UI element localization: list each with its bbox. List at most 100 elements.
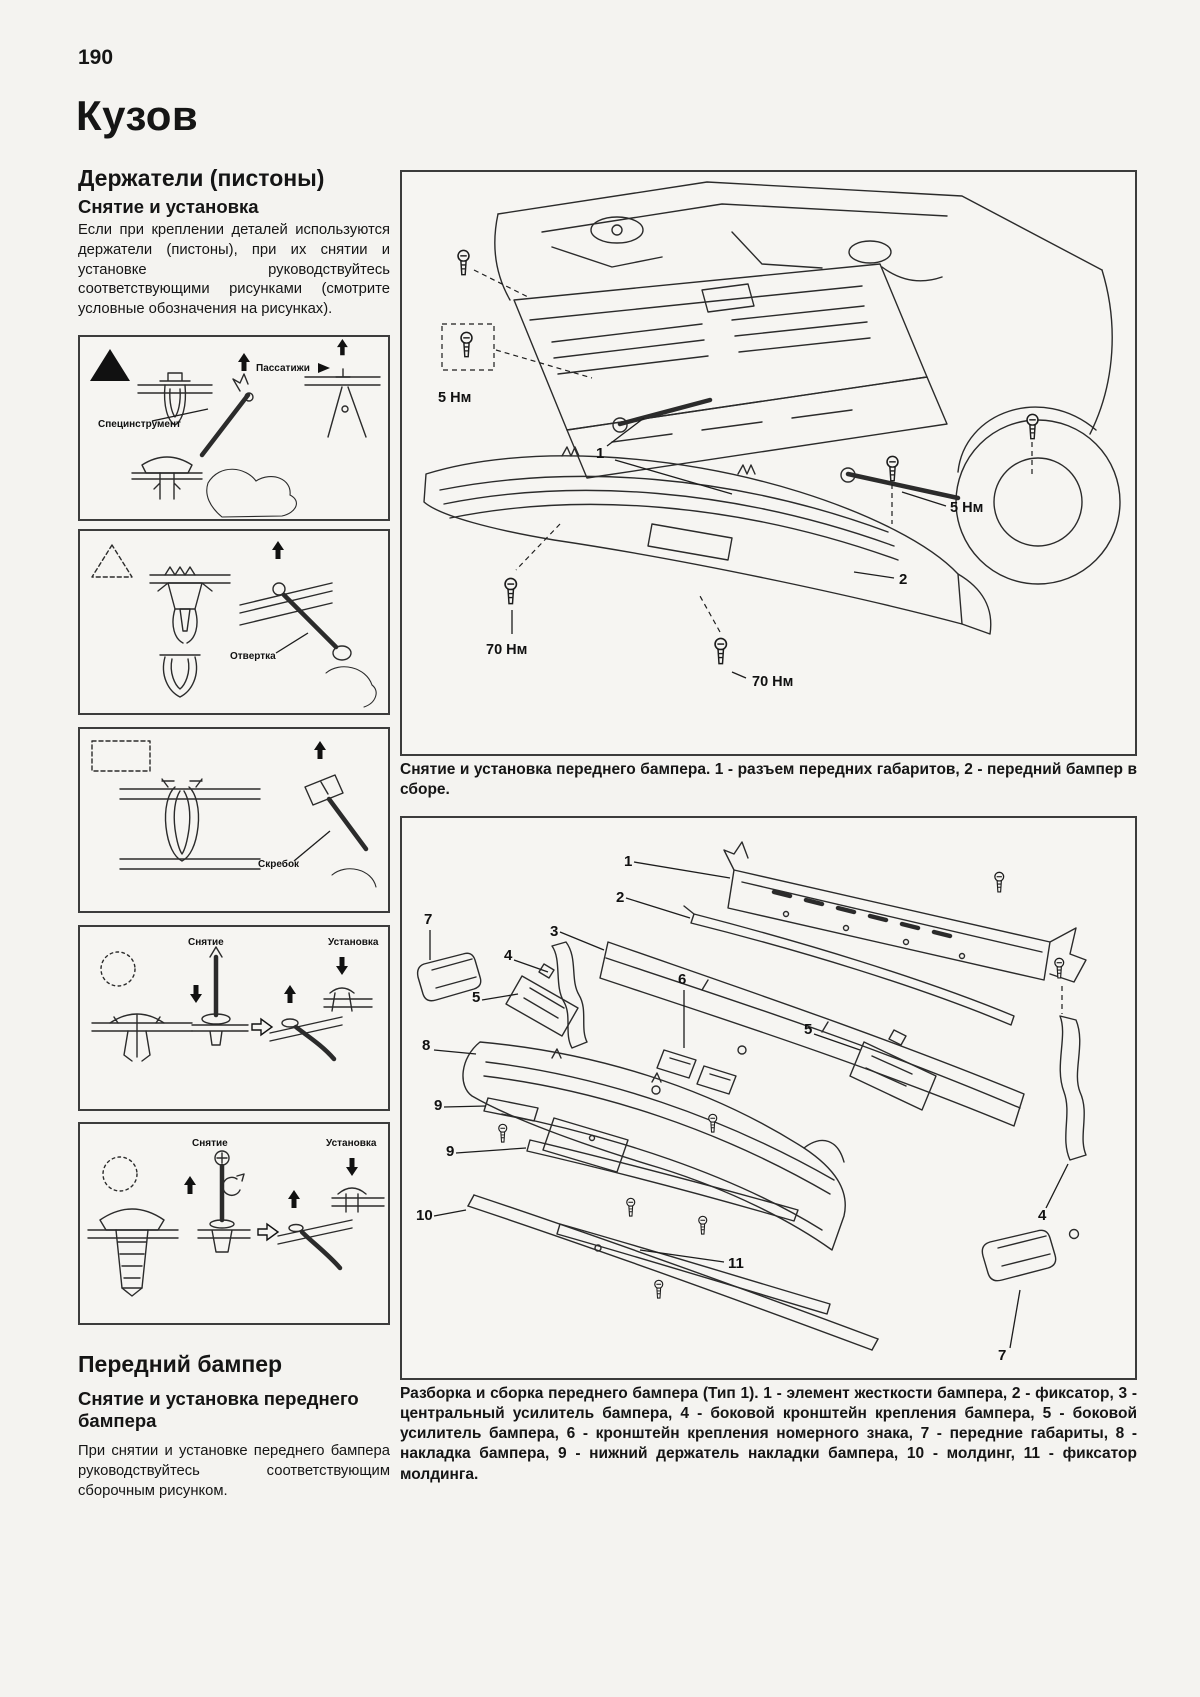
leader-4-left <box>513 959 549 973</box>
clip-figure-2: Отвертка <box>78 529 390 715</box>
holder-part9-short <box>483 1097 539 1122</box>
warning-triangle-icon <box>90 349 130 381</box>
side-reinforcement-part5-left <box>505 963 579 1037</box>
clip-figure-5: Снятие Установка <box>78 1122 390 1325</box>
callout-8: 8 <box>422 1037 430 1054</box>
screw-grommet-drawing <box>87 1208 179 1297</box>
up-arrow-icon <box>337 339 348 356</box>
molding-fixer-part11 <box>556 1223 831 1315</box>
removal-label: Снятие <box>192 1138 228 1149</box>
leader-1 <box>633 861 731 879</box>
section-bumper-body: При снятии и установке переднего бампера… <box>78 1443 390 1499</box>
screwdriver-label: Отвертка <box>230 651 276 662</box>
up-arrow-icon <box>284 985 296 1003</box>
callout-5: 5 <box>804 1021 812 1038</box>
callout-11: 11 <box>728 1255 744 1272</box>
open-right-arrow-icon <box>257 1223 279 1241</box>
up-arrow-icon <box>272 541 284 559</box>
screwdriver-leader <box>275 632 309 654</box>
down-arrow-icon <box>336 957 348 975</box>
bolt-icon <box>654 1279 664 1299</box>
up-arrow-icon <box>288 1190 300 1208</box>
pin-pusher-tool <box>191 946 249 1046</box>
pliers-drawing <box>304 368 381 438</box>
dashed-rectangle-icon <box>91 740 151 772</box>
bolt-icon <box>498 1123 508 1143</box>
bolt-zone <box>441 323 495 371</box>
clip-figure-1-drawing: Специнструмент Пассатижи <box>90 339 381 518</box>
holder-part9-long <box>526 1139 799 1222</box>
install-label: Установка <box>326 1138 377 1149</box>
u-clip-drawing <box>161 778 203 862</box>
hand-sketch <box>331 868 377 888</box>
torque-label-70nm: 70 Нм <box>752 674 793 690</box>
section-holders-heading: Держатели (пистоны) <box>78 165 325 191</box>
bumper-exploded-drawing: 1 2 3 4 5 7 6 8 9 9 10 11 4 5 <box>416 841 1087 1364</box>
dashed-triangle-icon <box>91 544 133 578</box>
bolt-icon <box>708 1113 718 1133</box>
section-bumper-subheading: Снятие и установка переднего бампера <box>78 1388 359 1431</box>
leader-5-left <box>481 993 519 1001</box>
bolt-icon <box>626 1197 636 1217</box>
section-holders-subheading: Снятие и установка <box>78 196 259 217</box>
clip-figure-1: Специнструмент Пассатижи <box>78 335 390 521</box>
scraper-label: Скребок <box>258 858 300 870</box>
section-bumper-heading: Передний бампер <box>78 1351 283 1377</box>
callout-6: 6 <box>678 971 686 988</box>
torque-label-5nm: 5 Нм <box>950 500 983 516</box>
callout-10: 10 <box>416 1207 433 1224</box>
bumper-exploded-figure: 1 2 3 4 5 7 6 8 9 9 10 11 4 5 <box>400 816 1137 1380</box>
panel-lines <box>119 788 261 870</box>
mushroom-clip-drawing <box>131 456 203 500</box>
pliers-label: Пассатижи <box>256 363 310 374</box>
bolt-leader <box>515 523 561 571</box>
figure1-caption: Снятие и установка переднего бампера. 1 … <box>400 761 1137 799</box>
callout-1: 1 <box>624 853 632 870</box>
callout-3: 3 <box>550 923 558 940</box>
special-tool-label: Специнструмент <box>98 419 181 430</box>
torque-leader <box>901 491 947 507</box>
front-bumper-assembly <box>423 446 992 635</box>
clip-figure-3: Скребок <box>78 727 390 913</box>
bolt-icon <box>714 637 728 665</box>
hand-sketch <box>206 468 297 518</box>
install-label: Установка <box>328 937 379 948</box>
open-right-arrow-icon <box>251 1018 273 1036</box>
bumper-removal-figure: 5 Нм 5 Нм 1 2 70 Нм 70 Нм <box>400 170 1137 756</box>
bolt-leader <box>495 349 593 379</box>
special-tool-leader <box>151 408 209 422</box>
callout-1-leaders <box>606 417 733 495</box>
scraper-leader <box>293 830 331 862</box>
bolt-leader <box>699 595 721 633</box>
clip-figure-4: Снятие Установка <box>78 925 390 1111</box>
reinforcement-bar-part1 <box>723 841 1087 983</box>
bolt-icon <box>1026 413 1039 440</box>
leader-3 <box>559 931 605 951</box>
expanding-clip-drawing <box>159 654 201 698</box>
bolt-leader <box>473 269 531 299</box>
side-light-part7-right <box>981 1228 1080 1282</box>
torque-leader <box>731 671 747 679</box>
bolt-icon <box>994 871 1005 893</box>
up-arrow-icon <box>238 353 250 371</box>
callout-2: 2 <box>899 571 907 588</box>
torque-label-70nm: 70 Нм <box>486 642 527 658</box>
dotted-circle-icon <box>102 1156 138 1192</box>
callout-5: 5 <box>472 989 480 1006</box>
down-arrow-icon <box>190 985 202 1003</box>
leader-2 <box>625 897 691 919</box>
leader-5-right <box>813 1033 861 1051</box>
hand-sketch <box>325 666 377 708</box>
car-front-outline <box>494 181 1121 585</box>
pry-tool <box>269 1016 343 1062</box>
leader-7-right <box>1009 1289 1021 1349</box>
right-arrow-icon <box>318 363 330 373</box>
install-clip-drawing <box>323 987 373 1012</box>
leader-8 <box>433 1049 477 1055</box>
clip-figure-2-drawing: Отвертка <box>91 541 377 708</box>
install-clip-drawing <box>331 1187 385 1213</box>
clip-figure-3-drawing: Скребок <box>91 740 377 888</box>
leader-10 <box>433 1209 467 1217</box>
page-number: 190 <box>78 46 114 69</box>
side-bracket-part4-left <box>551 941 588 1049</box>
